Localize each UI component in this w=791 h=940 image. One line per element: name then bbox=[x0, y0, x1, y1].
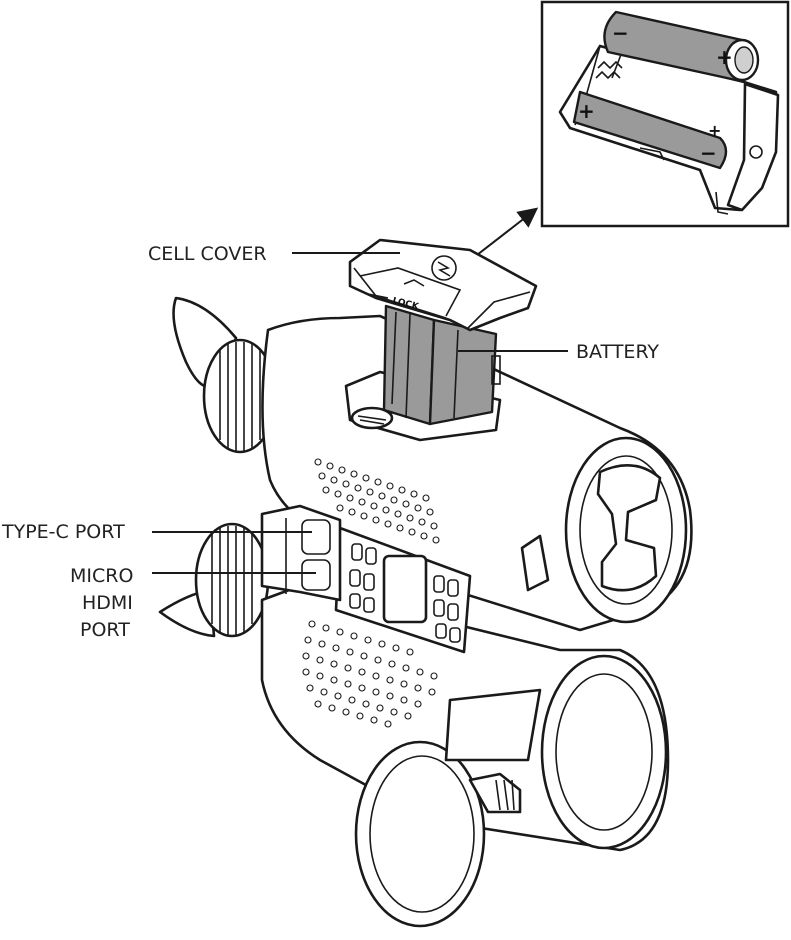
battery-tray-inset: + − + − + bbox=[540, 0, 790, 228]
upper-grille bbox=[314, 458, 440, 544]
minus-symbol-lower: − bbox=[700, 141, 717, 165]
battery-pack bbox=[382, 304, 501, 426]
label-type-c-port: TYPE-C PORT bbox=[1, 521, 125, 543]
port-bracket bbox=[260, 504, 342, 602]
label-micro: MICRO bbox=[70, 565, 133, 587]
upper-battery-cell: − + bbox=[603, 10, 760, 82]
upper-eyepiece-ring bbox=[202, 338, 278, 454]
lower-battery-cell: + − bbox=[572, 90, 728, 170]
label-port: PORT bbox=[80, 619, 130, 641]
plus-symbol-upper: + bbox=[716, 45, 733, 69]
callouts: CELL COVER BATTERY TYPE-C PORT MICRO HDM… bbox=[1, 243, 659, 641]
label-hdmi: HDMI bbox=[82, 592, 133, 614]
label-cell-cover: CELL COVER bbox=[148, 243, 267, 265]
plus-symbol-lower: + bbox=[578, 99, 595, 123]
minus-symbol-upper: − bbox=[612, 21, 629, 45]
lower-objective bbox=[540, 654, 668, 850]
lower-grille bbox=[302, 620, 438, 728]
lower-eyepiece-ring bbox=[194, 522, 270, 638]
label-battery: BATTERY bbox=[576, 341, 659, 363]
control-panel bbox=[334, 526, 472, 654]
upper-objective bbox=[564, 436, 688, 624]
plus-symbol-tray: + bbox=[708, 121, 721, 140]
binocular-body bbox=[158, 296, 693, 928]
lens-cap bbox=[354, 740, 522, 928]
cell-cover: LOCK bbox=[348, 238, 538, 332]
detail-arrow bbox=[467, 207, 539, 263]
